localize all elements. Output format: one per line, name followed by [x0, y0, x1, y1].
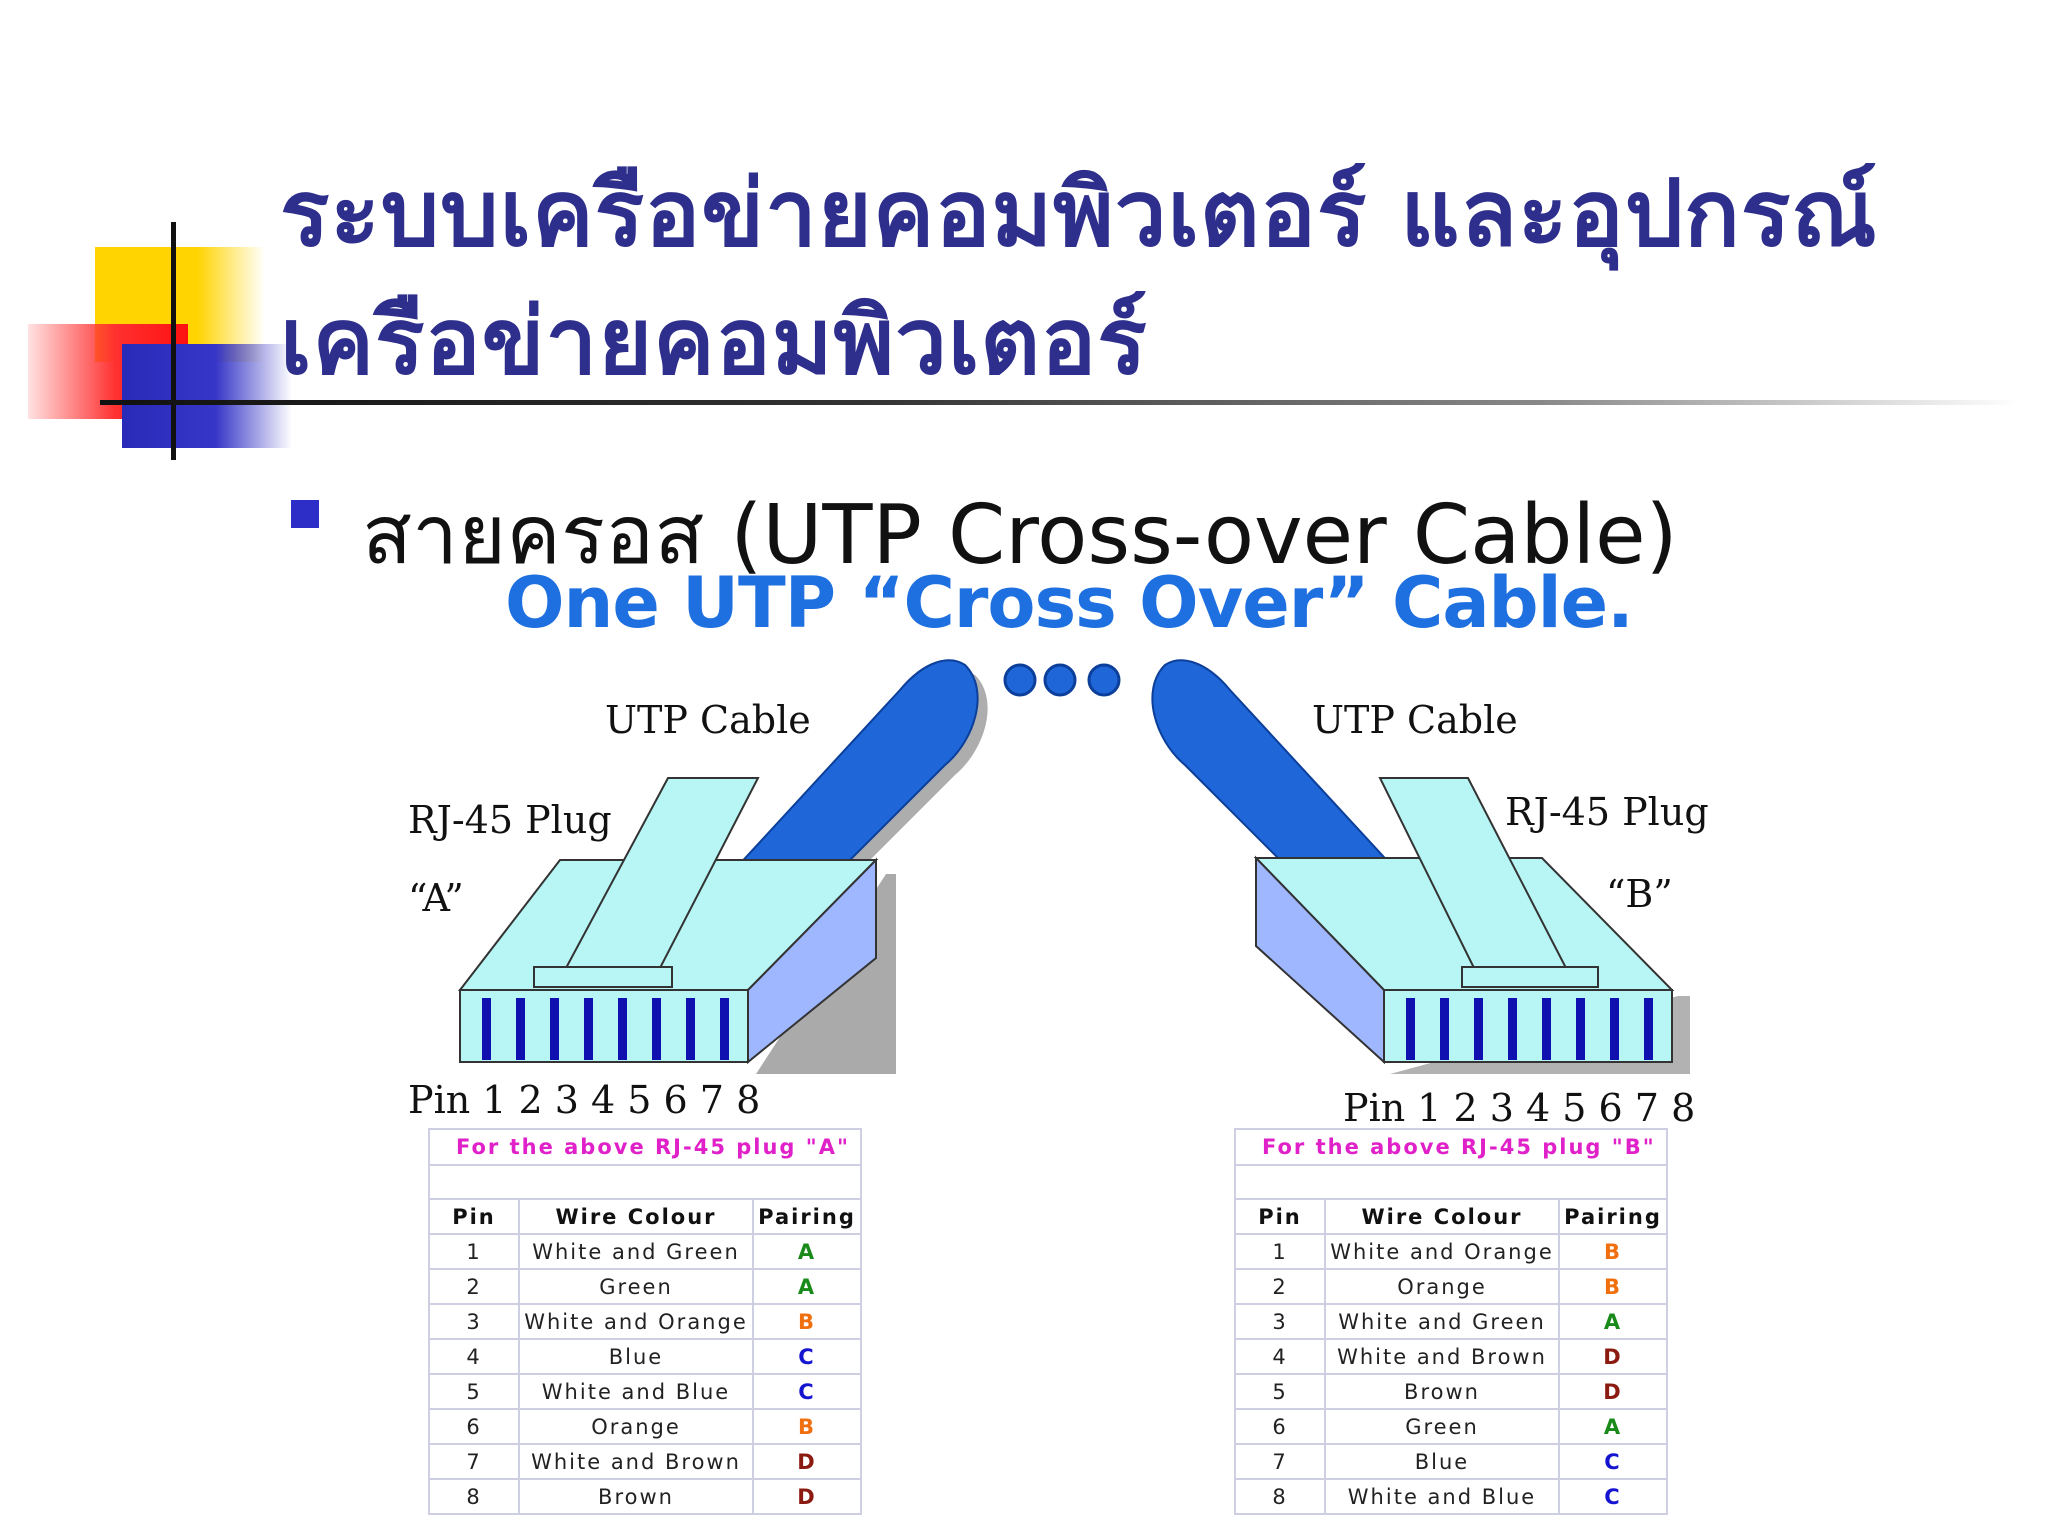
pin-cell: 5: [428, 1373, 520, 1410]
right-pin-label: Pin 1 2 3 4 5 6 7 8: [1343, 1086, 1696, 1130]
colour-cell: Green: [518, 1268, 754, 1305]
pin-cell: 1: [428, 1233, 520, 1270]
decor-vertical-line: [171, 222, 176, 460]
table-b-header-pin: Pin: [1234, 1198, 1326, 1235]
pair-cell: B: [752, 1303, 862, 1340]
colour-cell: White and Brown: [1324, 1338, 1560, 1375]
pin-cell: 4: [428, 1338, 520, 1375]
pin-cell: 7: [1234, 1443, 1326, 1480]
title-underline: [100, 400, 2020, 405]
pin-cell: 6: [428, 1408, 520, 1445]
right-cable-label: UTP Cable: [1312, 698, 1518, 742]
colour-cell: Brown: [1324, 1373, 1560, 1410]
diagram-heading: One UTP “Cross Over” Cable.: [505, 562, 1634, 644]
colour-cell: Green: [1324, 1408, 1560, 1445]
table-a-header-pairing: Pairing: [752, 1198, 862, 1235]
pair-cell: C: [752, 1373, 862, 1410]
colour-cell: White and Blue: [518, 1373, 754, 1410]
pair-cell: A: [752, 1233, 862, 1270]
pin-cell: 2: [1234, 1268, 1326, 1305]
slide-title-line-2: เครือข่ายคอมพิวเตอร์: [280, 288, 1148, 395]
pin-cell: 8: [428, 1478, 520, 1515]
pair-cell: C: [752, 1338, 862, 1375]
pair-cell: C: [1558, 1443, 1668, 1480]
colour-cell: Orange: [518, 1408, 754, 1445]
left-rj45-plug: [457, 777, 896, 1074]
pair-cell: D: [1558, 1338, 1668, 1375]
pair-cell: B: [1558, 1233, 1668, 1270]
right-plug-label: RJ-45 Plug: [1505, 790, 1709, 834]
pair-cell: D: [752, 1443, 862, 1480]
left-plug-label: RJ-45 Plug: [408, 798, 612, 842]
right-rj45-plug: [1253, 777, 1690, 1074]
pair-cell: A: [752, 1268, 862, 1305]
bullet-square-icon: [291, 500, 319, 528]
table-a-header-pin: Pin: [428, 1198, 520, 1235]
colour-cell: White and Brown: [518, 1443, 754, 1480]
left-pin-label: Pin 1 2 3 4 5 6 7 8: [408, 1078, 761, 1122]
colour-cell: Blue: [1324, 1443, 1560, 1480]
bullet-text: สายครอส (UTP Cross-over Cable): [362, 488, 1678, 583]
colour-cell: White and Blue: [1324, 1478, 1560, 1515]
pin-cell: 2: [428, 1268, 520, 1305]
pin-cell: 5: [1234, 1373, 1326, 1410]
pair-cell: B: [1558, 1268, 1668, 1305]
decor-blue-square: [122, 344, 292, 448]
pair-cell: D: [752, 1478, 862, 1515]
left-plug-id: “A”: [408, 876, 464, 920]
colour-cell: White and Orange: [518, 1303, 754, 1340]
colour-cell: White and Green: [518, 1233, 754, 1270]
pair-cell: B: [752, 1408, 862, 1445]
table-a-spacer: [428, 1164, 862, 1200]
colour-cell: Brown: [518, 1478, 754, 1515]
pin-cell: 4: [1234, 1338, 1326, 1375]
pair-cell: A: [1558, 1408, 1668, 1445]
pin-cell: 6: [1234, 1408, 1326, 1445]
table-a-header-colour: Wire Colour: [518, 1198, 754, 1235]
colour-cell: White and Green: [1324, 1303, 1560, 1340]
table-b-header-pairing: Pairing: [1558, 1198, 1668, 1235]
pinout-table-b: For the above RJ-45 plug "B" Pin Wire Co…: [1234, 1128, 1668, 1515]
ellipsis-dots: [1003, 663, 1121, 697]
pinout-table-a: For the above RJ-45 plug "A" Pin Wire Co…: [428, 1128, 862, 1515]
pin-cell: 7: [428, 1443, 520, 1480]
pin-cell: 3: [1234, 1303, 1326, 1340]
left-cable-label: UTP Cable: [605, 698, 811, 742]
pair-cell: A: [1558, 1303, 1668, 1340]
slide-title-line-1: ระบบเครือข่ายคอมพิวเตอร์ และอุปกรณ์: [280, 160, 1878, 267]
right-plug-id: “B”: [1606, 872, 1673, 916]
colour-cell: White and Orange: [1324, 1233, 1560, 1270]
colour-cell: Blue: [518, 1338, 754, 1375]
pair-cell: D: [1558, 1373, 1668, 1410]
table-a-caption: For the above RJ-45 plug "A": [428, 1128, 862, 1166]
pair-cell: C: [1558, 1478, 1668, 1515]
table-b-caption: For the above RJ-45 plug "B": [1234, 1128, 1668, 1166]
table-b-header-colour: Wire Colour: [1324, 1198, 1560, 1235]
colour-cell: Orange: [1324, 1268, 1560, 1305]
pin-cell: 1: [1234, 1233, 1326, 1270]
pin-cell: 8: [1234, 1478, 1326, 1515]
pin-cell: 3: [428, 1303, 520, 1340]
table-b-spacer: [1234, 1164, 1668, 1200]
slide-title: ระบบเครือข่ายคอมพิวเตอร์ และอุปกรณ์ เครื…: [280, 150, 2000, 406]
